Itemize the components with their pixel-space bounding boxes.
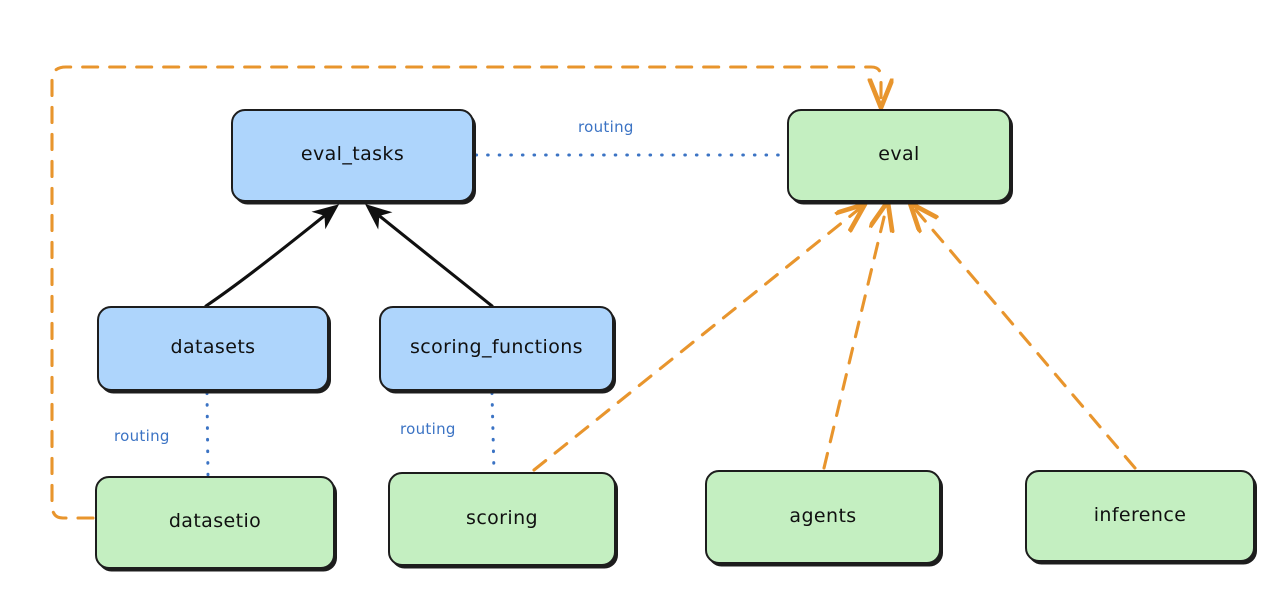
node-agents[interactable]: agents: [705, 470, 941, 564]
node-label: datasets: [170, 336, 256, 358]
edge-scoring-eval: [532, 209, 859, 472]
node-label: scoring_functions: [410, 336, 583, 358]
edge-routing-scoring-functions-scoring: [490, 391, 496, 474]
node-label: agents: [789, 504, 857, 527]
edge-inference-eval: [915, 209, 1137, 470]
edge-routing-datasets-datasetio: [205, 391, 210, 478]
node-datasetio[interactable]: datasetio: [95, 476, 335, 569]
node-label: inference: [1093, 503, 1187, 526]
edge-agents-eval: [822, 209, 886, 470]
node-label: datasetio: [168, 510, 262, 532]
node-datasets[interactable]: datasets: [97, 306, 329, 391]
edge-label-routing-scoring: routing: [400, 420, 456, 438]
edge-scoring-functions-eval-tasks: [365, 204, 494, 308]
node-label: eval: [878, 143, 920, 165]
node-label: scoring: [466, 506, 538, 529]
edge-datasets-eval-tasks: [204, 204, 340, 308]
node-inference[interactable]: inference: [1025, 470, 1255, 562]
node-scoring[interactable]: scoring: [388, 472, 616, 566]
node-label: eval_tasks: [300, 143, 405, 165]
node-eval[interactable]: eval: [787, 109, 1011, 202]
edge-label-routing-datasetio: routing: [114, 427, 170, 445]
edge-label-routing-eval: routing: [578, 118, 634, 136]
node-scoring-functions[interactable]: scoring_functions: [379, 306, 614, 391]
node-eval-tasks[interactable]: eval_tasks: [231, 109, 474, 202]
edge-datasetio-eval: [50, 65, 881, 520]
